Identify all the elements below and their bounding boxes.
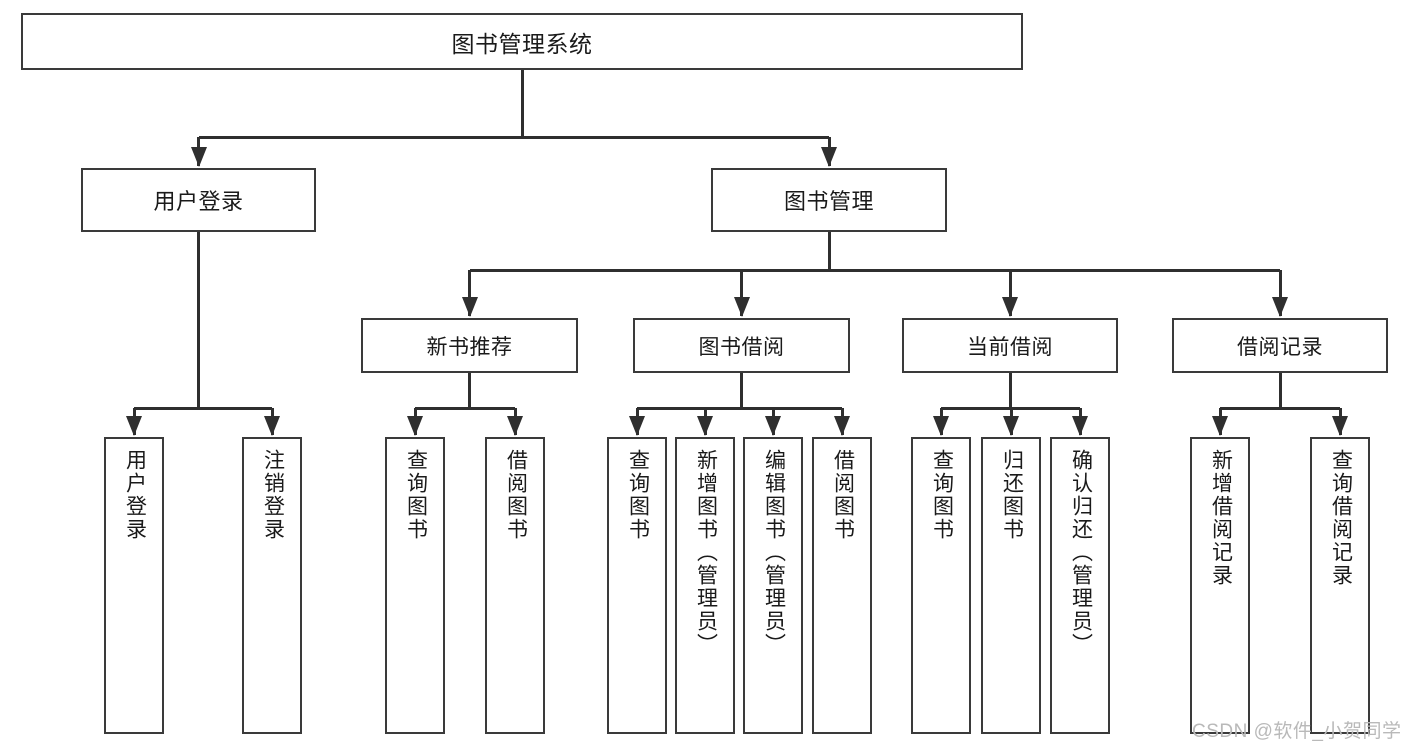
connector-arrowhead [1272,297,1288,317]
node-leaf-query-books-recommend[interactable]: 查询图书 [385,437,445,734]
node-label: 新增借阅记录 [1209,449,1233,587]
node-label: 图书管理 [783,189,874,214]
connector-line-horizontal [1220,406,1340,410]
node-label: 用户登录 [123,449,147,541]
node-label: 归还图书 [1000,449,1024,541]
node-leaf-confirm-return-admin[interactable]: 确认归还（管理员） [1050,437,1110,734]
node-leaf-user-login[interactable]: 用户登录 [104,437,164,734]
node-label: 借阅图书 [831,449,855,541]
connector-line-horizontal [469,268,1280,272]
node-label: 当前借阅 [967,335,1053,359]
connector-arrowhead [733,297,750,317]
connector-line-vertical [468,373,471,408]
connector-arrowhead [933,416,949,436]
node-leaf-query-books-borrowing[interactable]: 查询图书 [607,437,667,734]
node-user-login[interactable]: 用户登录 [81,168,316,232]
connector-line-vertical [520,70,524,137]
node-label: 编辑图书（管理员） [762,449,786,656]
node-borrowing-records[interactable]: 借阅记录 [1172,318,1388,373]
connector-line-vertical [1008,373,1012,408]
node-leaf-borrow-books[interactable]: 借阅图书 [812,437,872,734]
node-label: 图书借阅 [698,335,785,359]
node-label: 新书推荐 [426,335,513,359]
connector-arrowhead [126,416,142,436]
node-label: 借阅图书 [504,449,528,541]
connector-line-vertical [827,232,831,270]
connector-arrowhead [765,416,781,436]
watermark-text: CSDN @软件_小贺同学 [1192,721,1402,742]
connector-arrowhead [264,416,280,436]
node-leaf-logout[interactable]: 注销登录 [242,437,302,734]
node-book-borrowing[interactable]: 图书借阅 [633,318,850,373]
connector-line-vertical [740,270,743,316]
connector-line-vertical [1008,270,1012,316]
node-leaf-borrow-books-recommend[interactable]: 借阅图书 [485,437,545,734]
node-root-library-management-system[interactable]: 图书管理系统 [21,13,1023,70]
connector-arrowhead [1332,416,1348,436]
node-label: 图书管理系统 [451,30,593,57]
node-leaf-query-borrow-record[interactable]: 查询借阅记录 [1310,437,1370,734]
node-label: 新增图书（管理员） [694,449,718,656]
connector-arrowhead [821,147,837,167]
connector-line-horizontal [198,135,829,139]
connector-arrowhead [1212,416,1228,436]
connector-arrowhead [834,416,850,436]
node-leaf-query-books-current[interactable]: 查询图书 [911,437,971,734]
node-label: 查询图书 [404,449,428,541]
connector-arrowhead [507,416,523,436]
connector-line-vertical [468,270,471,316]
connector-line-horizontal [637,406,842,410]
connector-arrowhead [629,416,645,436]
connector-line-horizontal [134,406,272,410]
connector-arrowhead [461,297,478,317]
connector-arrowhead [190,147,207,167]
node-label: 借阅记录 [1237,335,1323,359]
node-leaf-add-borrow-record[interactable]: 新增借阅记录 [1190,437,1250,734]
connector-line-vertical [197,232,200,408]
node-new-book-recommendation[interactable]: 新书推荐 [361,318,578,373]
node-label: 用户登录 [153,189,244,214]
connector-line-vertical [1278,373,1282,408]
node-label: 查询借阅记录 [1329,449,1353,587]
connector-line-vertical [1278,270,1282,316]
connector-arrowhead [1003,416,1019,436]
connector-line-vertical [740,373,743,408]
node-label: 注销登录 [261,449,285,541]
connector-line-horizontal [415,406,515,410]
node-leaf-add-book-admin[interactable]: 新增图书（管理员） [675,437,735,734]
node-label: 确认归还（管理员） [1069,449,1093,656]
connector-arrowhead [1002,297,1018,317]
node-leaf-return-books[interactable]: 归还图书 [981,437,1041,734]
node-label: 查询图书 [626,449,650,541]
connector-arrowhead [407,416,423,436]
node-label: 查询图书 [930,449,954,541]
node-current-borrowing[interactable]: 当前借阅 [902,318,1118,373]
connector-arrowhead [697,416,713,436]
connector-arrowhead [1072,416,1088,436]
node-book-management[interactable]: 图书管理 [711,168,947,232]
node-leaf-edit-book-admin[interactable]: 编辑图书（管理员） [743,437,803,734]
